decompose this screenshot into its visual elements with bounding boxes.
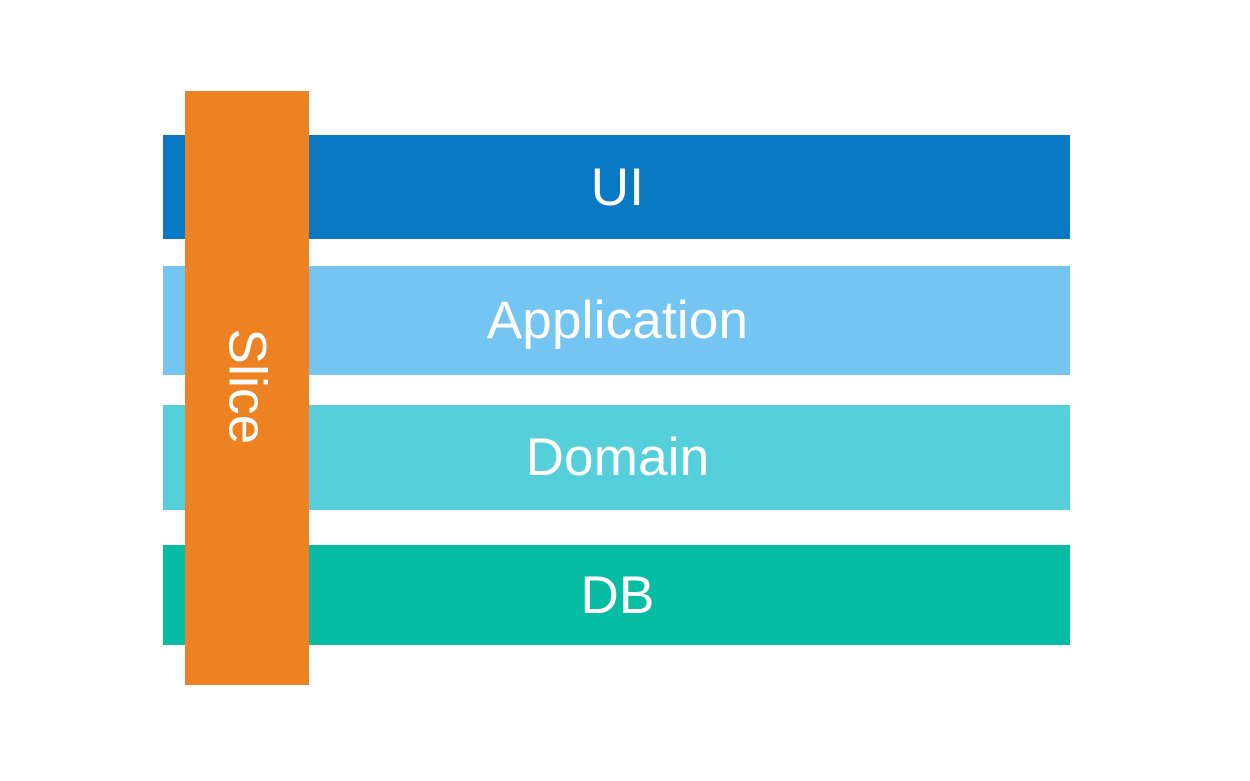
layer-bar-ui: UI <box>163 135 1070 239</box>
layer-label-domain: Domain <box>525 428 710 487</box>
layer-label-db: DB <box>580 565 655 625</box>
layer-label-ui: UI <box>590 157 645 217</box>
layer-bar-application: Application <box>163 266 1070 375</box>
layer-bar-db: DB <box>163 545 1070 645</box>
vertical-slice-bar: Slice <box>185 91 309 685</box>
layer-label-application: Application <box>486 291 749 350</box>
vertical-slice-label: Slice <box>217 328 277 444</box>
layer-bar-domain: Domain <box>163 405 1070 510</box>
